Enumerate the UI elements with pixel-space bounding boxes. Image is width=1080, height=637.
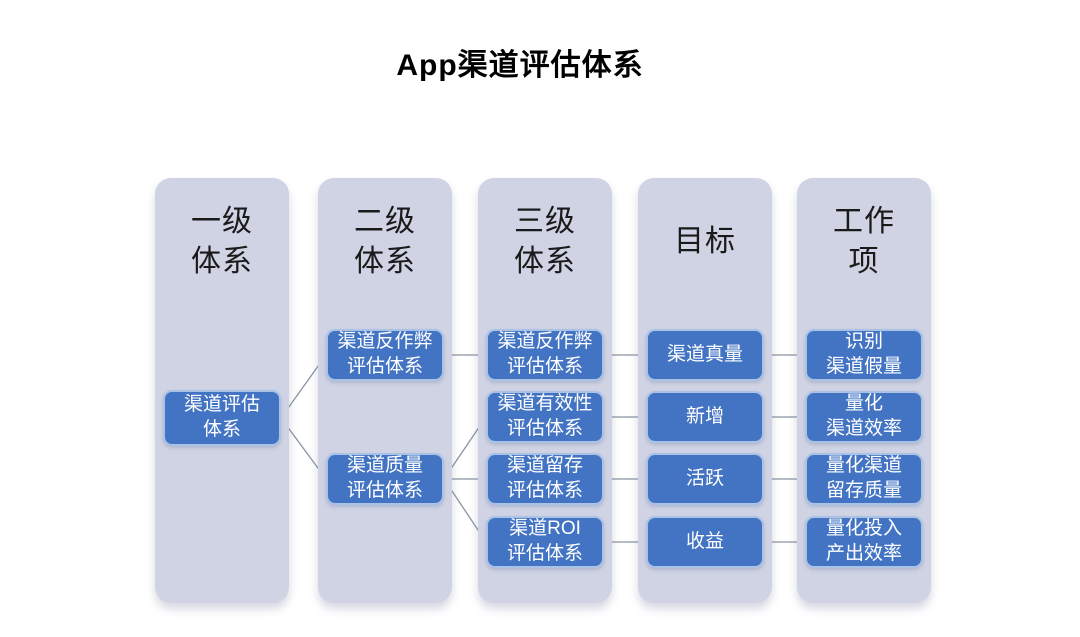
node-work-identify-fake-volume: 识别 渠道假量 [805,329,923,381]
panel-work-items-header: 工作 项 [833,205,895,278]
node-goal-new-users: 新增 [646,391,764,443]
panel-level-2: 二级 体系 渠道反作弊 评估体系 渠道质量 评估体系 [318,178,452,603]
node-roi-system-l3: 渠道ROI 评估体系 [486,516,604,568]
node-goal-revenue: 收益 [646,516,764,568]
node-work-quantify-retention-quality: 量化渠道 留存质量 [805,453,923,505]
node-work-quantify-input-output-efficiency: 量化投入 产出效率 [805,516,923,568]
panel-level-1: 一级 体系 渠道评估 体系 [155,178,289,603]
node-goal-active-users: 活跃 [646,453,764,505]
node-quality-system-l2: 渠道质量 评估体系 [326,453,444,505]
node-anti-cheat-system-l2: 渠道反作弊 评估体系 [326,329,444,381]
panel-level-1-header: 一级 体系 [191,205,253,278]
node-anti-cheat-system-l3: 渠道反作弊 评估体系 [486,329,604,381]
node-work-quantify-channel-efficiency: 量化 渠道效率 [805,391,923,443]
panel-level-3: 三级 体系 渠道反作弊 评估体系 渠道有效性 评估体系 渠道留存 评估体系 渠道… [478,178,612,603]
node-goal-real-volume: 渠道真量 [646,329,764,381]
node-retention-system-l3: 渠道留存 评估体系 [486,453,604,505]
panel-level-3-header: 三级 体系 [514,205,576,278]
diagram-title: App渠道评估体系 [396,49,644,82]
panel-work-items: 工作 项 识别 渠道假量 量化 渠道效率 量化渠道 留存质量 量化投入 产出效率 [797,178,931,603]
node-channel-evaluation-system: 渠道评估 体系 [163,390,281,446]
panel-goals: 目标 渠道真量 新增 活跃 收益 [638,178,772,603]
node-effectiveness-system-l3: 渠道有效性 评估体系 [486,391,604,443]
panel-goals-header: 目标 [674,225,736,259]
panel-level-2-header: 二级 体系 [354,205,416,278]
